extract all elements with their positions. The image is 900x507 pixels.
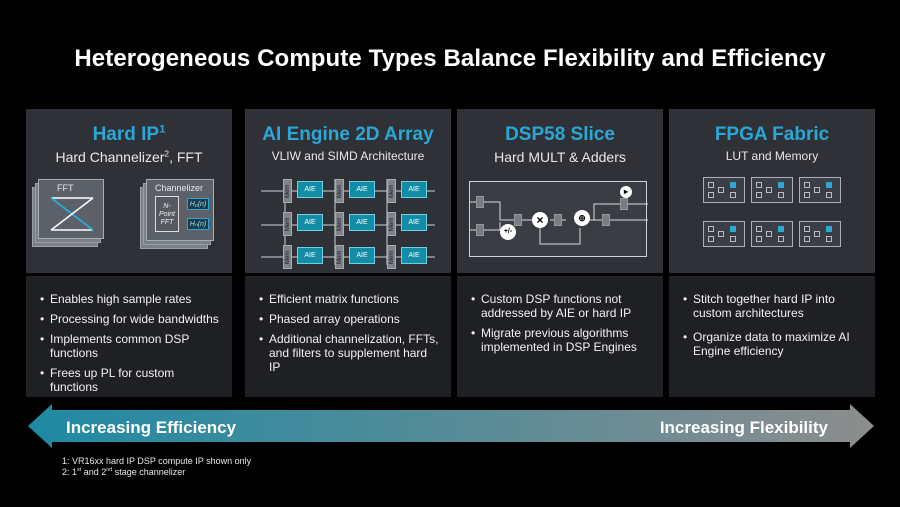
input-register (476, 224, 484, 236)
efficiency-flexibility-arrow: Increasing Efficiency Increasing Flexibi… (28, 404, 874, 448)
memory-tile: Mem (387, 245, 396, 269)
pipeline-register (514, 214, 522, 226)
bullet: Processing for wide bandwidths (40, 312, 222, 326)
bullet: Enables high sample rates (40, 292, 222, 306)
memory-tile: Mem (335, 245, 344, 269)
pre-adder-icon: +/- (500, 224, 516, 240)
bullet: Frees up PL for custom functions (40, 366, 222, 394)
pipeline-register (554, 214, 562, 226)
fpga-bullets: Stitch together hard IP into custom arch… (669, 276, 875, 397)
memory-tile: Mem (387, 179, 396, 203)
aie-tile: AIE (297, 181, 323, 198)
lut-block (751, 177, 793, 203)
channelizer-label: Channelizer (155, 183, 204, 193)
input-register (476, 196, 484, 208)
lut-block (799, 177, 841, 203)
alu-icon: ⊕ (574, 210, 590, 226)
ai-engine-title: AI Engine 2D Array (262, 124, 434, 145)
output-register (620, 198, 628, 210)
lut-block (799, 221, 841, 247)
aie-tile: AIE (401, 214, 427, 231)
hard-ip-title: Hard IP1 (92, 123, 166, 145)
lut-block (703, 177, 745, 203)
bullet: Migrate previous algorithms implemented … (471, 326, 653, 354)
double-arrow-icon (28, 404, 874, 448)
hard-ip-bullets: Enables high sample rates Processing for… (26, 276, 232, 397)
dsp-slice-diagram: +/- × ⊕ ▸ (469, 181, 648, 257)
dsp58-title: DSP58 Slice (505, 124, 615, 145)
ai-engine-subtitle: VLIW and SIMD Architecture (271, 149, 425, 163)
bullet: Implements common DSP functions (40, 332, 222, 360)
multiplier-icon: × (532, 212, 548, 228)
dsp58-bullets: Custom DSP functions not addressed by AI… (457, 276, 663, 397)
ai-engine-panel: AI Engine 2D Array VLIW and SIMD Archite… (245, 109, 451, 397)
hard-ip-panel: Hard IP1 Hard Channelizer2, FFT FFT Chan… (26, 109, 232, 397)
increasing-efficiency-label: Increasing Efficiency (66, 418, 237, 437)
aie-tile: AIE (297, 214, 323, 231)
hard-ip-subtitle: Hard Channelizer2, FFT (55, 148, 203, 165)
aie-tile: AIE (401, 181, 427, 198)
fpga-subtitle: LUT and Memory (725, 149, 819, 163)
lut-block (751, 221, 793, 247)
pattern-detect-icon: ▸ (620, 186, 632, 198)
memory-tile: Mem (283, 245, 292, 269)
footnote-2: 2: 1st and 2nd stage channelizer (62, 467, 186, 477)
bullet: Phased array operations (259, 312, 441, 326)
h0-filter: H₀(n) (187, 198, 209, 210)
bullet: Stitch together hard IP into custom arch… (683, 292, 865, 320)
channelizer-card: Channelizer N- Point FFT H₀(n) Hₙ(n) (146, 179, 214, 241)
aie-tile: AIE (349, 181, 375, 198)
fpga-title: FPGA Fabric (714, 124, 830, 145)
footnotes: 1: VR16xx hard IP DSP compute IP shown o… (62, 456, 251, 478)
hn-filter: Hₙ(n) (187, 218, 209, 230)
page-title: Heterogeneous Compute Types Balance Flex… (74, 45, 826, 72)
fft-butterfly-icon (50, 197, 94, 231)
bullet: Custom DSP functions not addressed by AI… (471, 292, 653, 320)
fft-card: FFT (38, 179, 104, 239)
aie-tile: AIE (349, 214, 375, 231)
bullet: Efficient matrix functions (259, 292, 441, 306)
dsp58-panel: DSP58 Slice Hard MULT & Adders +/- (457, 109, 663, 397)
dsp58-header: DSP58 Slice Hard MULT & Adders +/- (457, 109, 663, 273)
ai-engine-bullets: Efficient matrix functions Phased array … (245, 276, 451, 397)
memory-tile: Mem (283, 212, 292, 236)
footnote-1: 1: VR16xx hard IP DSP compute IP shown o… (62, 456, 252, 466)
bullet: Additional channelization, FFTs, and fil… (259, 332, 441, 374)
memory-tile: Mem (283, 179, 292, 203)
hard-ip-header: Hard IP1 Hard Channelizer2, FFT FFT Chan… (26, 109, 232, 273)
memory-tile: Mem (335, 179, 344, 203)
ai-engine-header: AI Engine 2D Array VLIW and SIMD Archite… (245, 109, 451, 273)
memory-tile: Mem (387, 212, 396, 236)
bullet: Organize data to maximize AI Engine effi… (683, 330, 865, 358)
npoint-fft-box: N- Point FFT (155, 196, 179, 232)
dsp58-subtitle: Hard MULT & Adders (494, 149, 626, 165)
fpga-panel: FPGA Fabric LUT and Memory Stitch togeth… (669, 109, 875, 397)
memory-tile: Mem (335, 212, 344, 236)
increasing-flexibility-label: Increasing Flexibility (659, 418, 828, 437)
aie-tile: AIE (297, 247, 323, 264)
fft-label: FFT (57, 183, 74, 193)
aie-tile: AIE (349, 247, 375, 264)
fpga-header: FPGA Fabric LUT and Memory (669, 109, 875, 273)
aie-tile: AIE (401, 247, 427, 264)
output-register (602, 214, 610, 226)
lut-block (703, 221, 745, 247)
